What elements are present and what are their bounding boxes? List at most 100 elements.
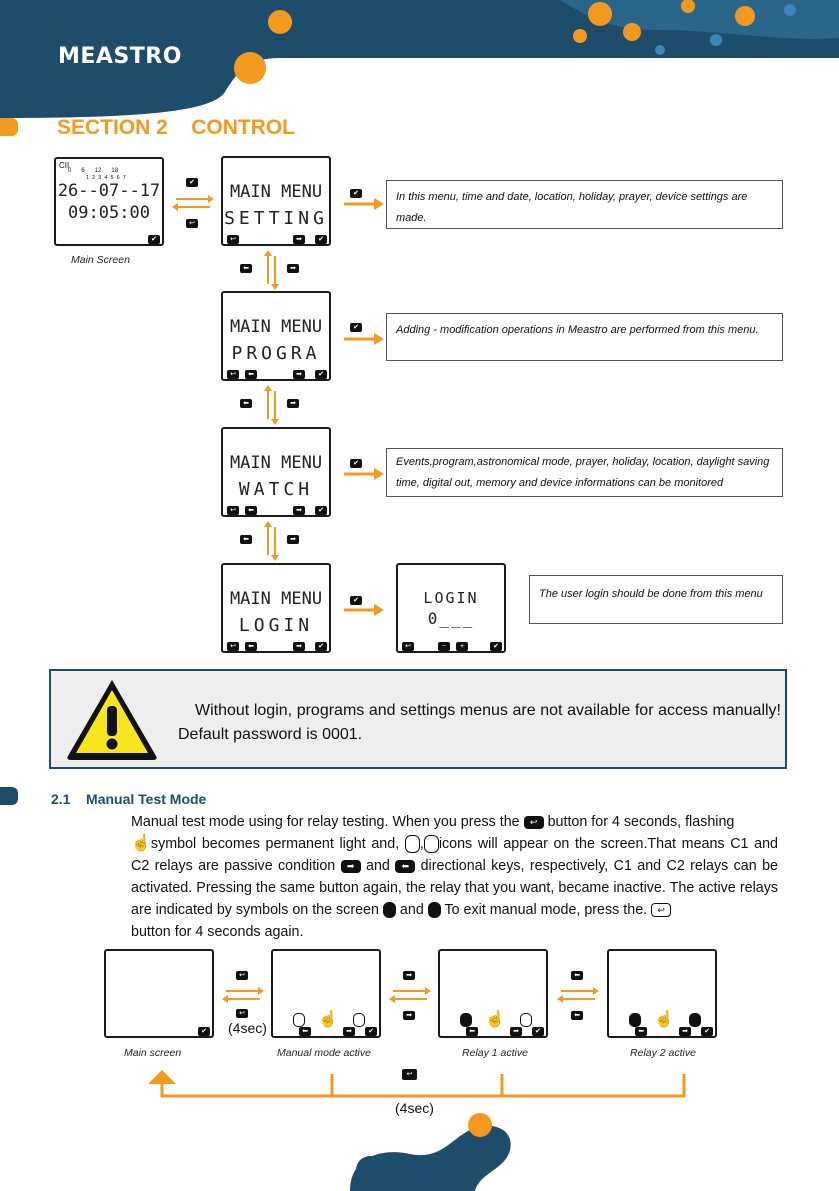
- subsection-number: 2.1: [51, 791, 70, 807]
- flow-caption: Manual mode active: [277, 1047, 371, 1059]
- back-key-icon: ↩: [524, 816, 544, 829]
- left-key-icon: ⬅: [245, 642, 257, 651]
- right-key-icon: ➡: [293, 506, 305, 515]
- main-screen-caption: Main Screen: [71, 254, 130, 266]
- subsection-marker: [0, 787, 18, 805]
- ok-key-icon: ✔: [701, 1027, 713, 1036]
- ok-key-icon: ✔: [148, 235, 160, 244]
- right-key-icon: ➡: [403, 971, 415, 980]
- relay-on-icon: [428, 902, 441, 918]
- flow-relay1-active: ☝ ⬅ ➡ ✔: [438, 949, 548, 1038]
- right-key-icon: ➡: [293, 642, 305, 651]
- para-text: symbol becomes permanent light and,: [151, 836, 399, 852]
- left-key-icon: ⬅: [245, 370, 257, 379]
- swap-arrows: [389, 985, 431, 1005]
- brand-logo: MEASTRO: [58, 44, 182, 69]
- left-key-icon: ⬅: [245, 506, 257, 515]
- lcd-time: 09:05:00: [56, 203, 162, 223]
- relay-off-icon: [405, 835, 420, 853]
- ok-key-icon: ✔: [315, 506, 327, 515]
- ok-key-icon: ✔: [315, 235, 327, 244]
- para-text: button for 4 seconds again.: [131, 924, 303, 940]
- left-key-icon: ⬅: [466, 1027, 478, 1036]
- warning-text: Without login, programs and settings men…: [178, 699, 781, 747]
- arrow-right: [344, 196, 384, 212]
- lcd-menu-watch: MAIN MENU WATCH ↩ ⬅ ➡ ✔: [221, 427, 331, 517]
- section-marker: [0, 118, 18, 136]
- ok-key-icon: ✔: [532, 1027, 544, 1036]
- left-key-icon: ⬅: [240, 535, 252, 544]
- desc-program: Adding - modification operations in Meas…: [386, 313, 783, 361]
- left-key-icon: ⬅: [240, 399, 252, 408]
- subsection-title: 2.1 Manual Test Mode: [51, 791, 206, 807]
- ok-key-icon: ✔: [315, 642, 327, 651]
- main-screen-lcd: CII 0 6 12 18 1 2 3 4 5 6 7 26--07--17 0…: [54, 157, 164, 246]
- flow-manual-mode: ☝ ⬅ ➡ ✔: [271, 949, 381, 1038]
- lcd-menu-setting: MAIN MENU SETTING ↩ ➡ ✔: [221, 156, 331, 246]
- lcd-line1: MAIN MENU: [223, 453, 329, 473]
- hand-pointer-icon: ☝: [654, 1009, 674, 1029]
- hand-pointer-icon: ☝: [485, 1009, 505, 1029]
- para-text: Manual test mode using for relay testing…: [131, 814, 520, 830]
- back-key-icon: ↩: [236, 971, 248, 980]
- back-key-icon: ↩: [227, 506, 239, 515]
- relay-on-icon: [460, 1013, 472, 1027]
- flow-caption: Main screen: [124, 1047, 181, 1059]
- para-text: and: [366, 858, 390, 874]
- back-key-icon: ↩: [227, 370, 239, 379]
- back-key-icon: ↩: [402, 1069, 417, 1080]
- para-text: To exit manual mode, press the.: [444, 902, 647, 918]
- swap-arrows: [222, 985, 264, 1005]
- footer-decoration: [330, 1110, 530, 1191]
- lcd-menu-program: MAIN MENU PROGRA ↩ ⬅ ➡ ✔: [221, 291, 331, 381]
- lcd-hour-scale: 0 6 12 18: [68, 168, 118, 174]
- ok-key-icon: ✔: [350, 323, 362, 332]
- minus-key-icon: −: [438, 642, 450, 651]
- right-key-icon: ➡: [287, 399, 299, 408]
- left-key-icon: ⬅: [299, 1027, 311, 1036]
- left-key-icon: ⬅: [635, 1027, 647, 1036]
- back-key-icon: ↩: [227, 235, 239, 244]
- hold-duration-label: (4sec): [228, 1020, 267, 1036]
- nav-arrows: [262, 250, 282, 290]
- para-text: button for 4 seconds, flashing: [548, 814, 735, 830]
- arrow-right: [344, 331, 384, 347]
- flow-caption: Relay 1 active: [462, 1047, 528, 1059]
- left-key-icon: ⬅: [571, 1011, 583, 1020]
- right-key-icon: ➡: [293, 370, 305, 379]
- back-key-icon: ↩: [186, 219, 198, 228]
- right-key-icon: ➡: [287, 535, 299, 544]
- hand-pointer-icon: ☝: [131, 833, 151, 855]
- lcd-menu-login: MAIN MENU LOGIN ↩ ⬅ ➡ ✔: [221, 563, 331, 653]
- lcd-line2: PROGRA: [223, 343, 329, 364]
- right-key-icon: ➡: [510, 1027, 522, 1036]
- plus-key-icon: +: [456, 642, 468, 651]
- lcd-line2: SETTING: [223, 208, 329, 229]
- relay-on-icon: [689, 1013, 701, 1027]
- lcd-date: 26--07--17: [56, 181, 162, 201]
- desc-setting: In this menu, time and date, location, h…: [386, 180, 783, 229]
- swap-arrows: [557, 985, 599, 1005]
- warning-icon: [64, 676, 160, 762]
- left-key-icon: ⬅: [395, 860, 415, 873]
- ok-key-icon: ✔: [350, 459, 362, 468]
- lcd-login: LOGIN 0___ ↩ − + ✔: [396, 563, 506, 653]
- left-key-icon: ⬅: [240, 264, 252, 273]
- back-key-icon: ↩: [402, 642, 414, 651]
- nav-arrows: [262, 385, 282, 425]
- ok-key-icon: ✔: [315, 370, 327, 379]
- left-key-icon: ⬅: [571, 971, 583, 980]
- right-key-icon: ➡: [403, 1011, 415, 1020]
- right-key-icon: ➡: [287, 264, 299, 273]
- flow-caption: Relay 2 active: [630, 1047, 696, 1059]
- lcd-login-line2: 0___: [398, 609, 504, 628]
- flow-main-screen: ✔: [104, 949, 214, 1038]
- right-key-icon: ➡: [341, 860, 361, 873]
- lcd-line2: WATCH: [223, 479, 329, 500]
- return-bracket: [148, 1068, 688, 1102]
- lcd-line2: LOGIN: [223, 615, 329, 636]
- relay-off-icon: [353, 1013, 365, 1027]
- ok-key-icon: ✔: [198, 1027, 210, 1036]
- ok-key-icon: ✔: [186, 178, 198, 187]
- lcd-line1: MAIN MENU: [223, 589, 329, 609]
